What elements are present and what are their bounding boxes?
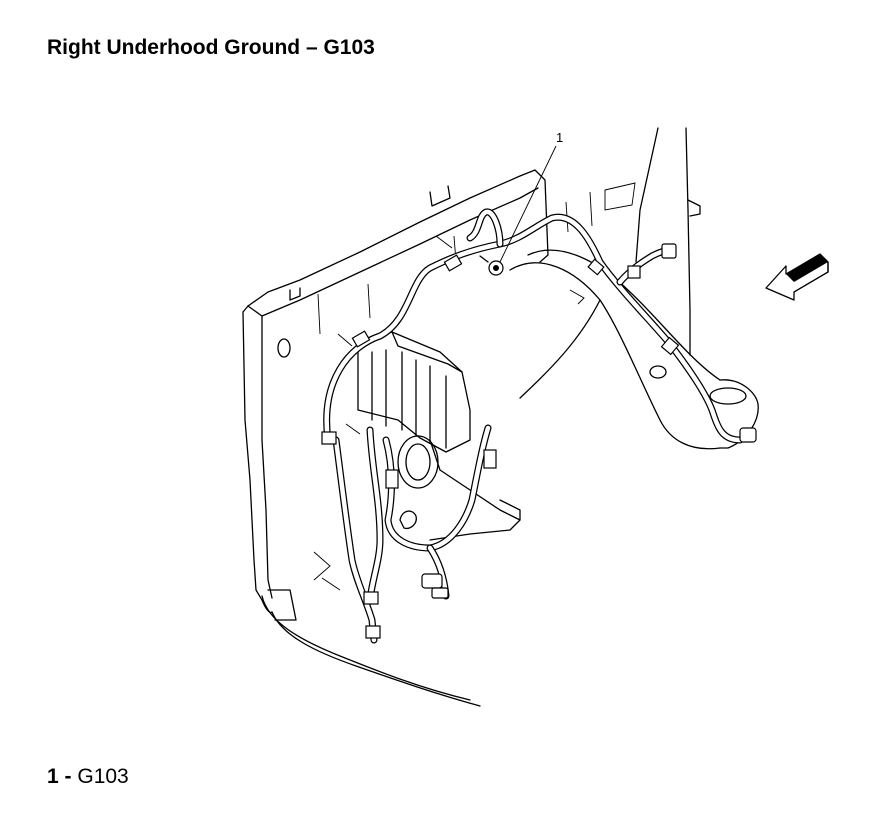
fender-wheelwell xyxy=(509,249,759,450)
body-pillar xyxy=(635,127,701,356)
ground-bolt-icon xyxy=(479,255,504,276)
battery-tray xyxy=(357,331,521,541)
harness-clips xyxy=(321,243,757,639)
page-title: Right Underhood Ground – G103 xyxy=(47,36,375,59)
fastener-marks xyxy=(313,235,585,591)
legend-number: 1 xyxy=(47,765,59,788)
direction-arrow-icon xyxy=(765,253,829,301)
legend-text: G103 xyxy=(77,765,129,788)
callout-1: 1 xyxy=(499,130,563,263)
legend-separator: - xyxy=(58,765,78,788)
legend: 1 - G103 xyxy=(47,765,129,789)
callout-number: 1 xyxy=(556,130,563,145)
radiator-support-panel xyxy=(242,169,636,707)
wiring-harness xyxy=(323,208,744,644)
